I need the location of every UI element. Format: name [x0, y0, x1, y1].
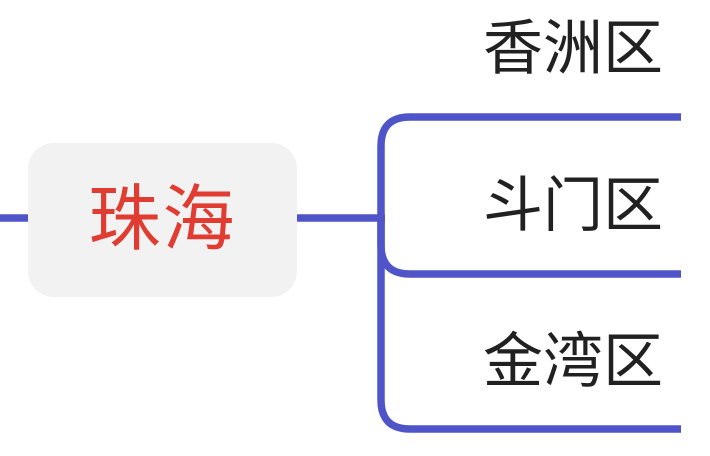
child-topic-jinwan[interactable]: 金湾区: [465, 331, 681, 393]
root-topic-label: 珠海: [88, 180, 237, 260]
child-topic-label: 香洲区: [483, 15, 663, 82]
root-topic[interactable]: 珠海: [28, 143, 297, 297]
child-topic-doumen[interactable]: 斗门区: [465, 175, 681, 237]
child-topic-xiangzhou[interactable]: 香洲区: [465, 18, 681, 80]
branch-group: [0, 113, 681, 433]
branch-to-child-1: [377, 113, 681, 218]
child-topic-label: 斗门区: [483, 172, 663, 239]
branch-to-child-3: [377, 218, 681, 433]
child-topic-label: 金湾区: [483, 328, 663, 395]
